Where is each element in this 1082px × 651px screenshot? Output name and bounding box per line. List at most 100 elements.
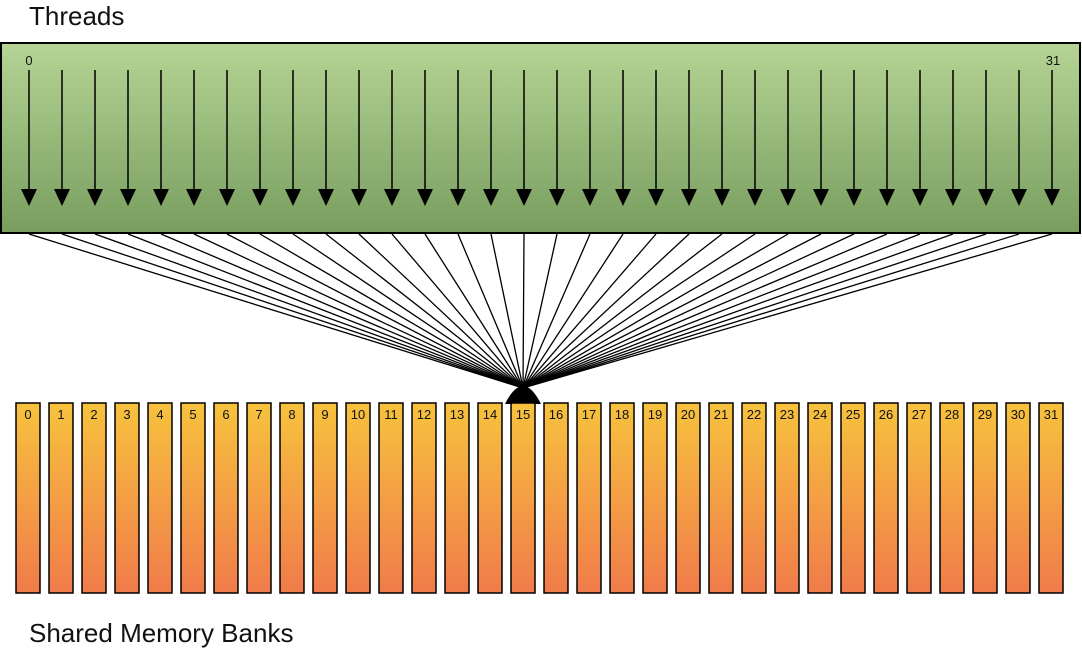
access-line xyxy=(160,233,524,389)
access-line xyxy=(522,233,921,389)
thread-arrow-head xyxy=(384,189,400,206)
memory-bank xyxy=(48,402,74,594)
thread-arrow-head xyxy=(714,189,730,206)
access-line xyxy=(292,233,524,389)
thread-arrow-head xyxy=(516,189,532,206)
memory-bank-label: 21 xyxy=(714,407,728,422)
memory-bank xyxy=(510,402,536,594)
access-line xyxy=(522,233,855,389)
thread-arrow-head xyxy=(747,189,763,206)
memory-bank xyxy=(312,402,338,594)
thread-arrow-head xyxy=(1011,189,1027,206)
access-line xyxy=(522,233,822,389)
access-line xyxy=(522,233,954,389)
thread-arrow-head xyxy=(648,189,664,206)
access-line xyxy=(522,233,525,389)
thread-arrow-head xyxy=(153,189,169,206)
thread-arrow-head xyxy=(54,189,70,206)
memory-bank-label: 10 xyxy=(351,407,365,422)
access-line xyxy=(522,233,624,389)
memory-bank-label: 27 xyxy=(912,407,926,422)
memory-bank xyxy=(840,402,866,594)
memory-bank-label: 26 xyxy=(879,407,893,422)
thread-arrow-head xyxy=(318,189,334,206)
memory-bank-label: 4 xyxy=(156,407,163,422)
memory-bank xyxy=(81,402,107,594)
memory-bank-label: 16 xyxy=(549,407,563,422)
memory-bank xyxy=(114,402,140,594)
memory-bank xyxy=(972,402,998,594)
memory-bank-label: 15 xyxy=(516,407,530,422)
memory-bank xyxy=(444,402,470,594)
access-line xyxy=(61,233,524,389)
memory-bank-label: 3 xyxy=(123,407,130,422)
banks-title: Shared Memory Banks xyxy=(29,618,293,648)
memory-bank xyxy=(345,402,371,594)
memory-bank-label: 24 xyxy=(813,407,827,422)
memory-bank-label: 6 xyxy=(222,407,229,422)
access-line xyxy=(127,233,524,389)
access-line xyxy=(522,233,723,389)
memory-bank-label: 5 xyxy=(189,407,196,422)
memory-bank xyxy=(180,402,206,594)
memory-bank xyxy=(807,402,833,594)
thread-arrow-head xyxy=(549,189,565,206)
access-line xyxy=(522,233,690,389)
threads-title: Threads xyxy=(29,1,124,31)
memory-bank xyxy=(213,402,239,594)
memory-bank-label: 30 xyxy=(1011,407,1025,422)
access-line xyxy=(522,233,591,389)
memory-bank-label: 7 xyxy=(255,407,262,422)
access-line xyxy=(226,233,524,389)
memory-bank-label: 13 xyxy=(450,407,464,422)
thread-arrow-head xyxy=(252,189,268,206)
convergence-point xyxy=(505,386,541,404)
access-line xyxy=(424,233,524,389)
memory-bank xyxy=(147,402,173,594)
memory-bank xyxy=(543,402,569,594)
access-line xyxy=(490,233,524,389)
thread-first-label: 0 xyxy=(25,53,32,68)
memory-bank xyxy=(642,402,668,594)
memory-bank-label: 1 xyxy=(57,407,64,422)
thread-arrow-head xyxy=(186,189,202,206)
memory-bank xyxy=(675,402,701,594)
memory-bank xyxy=(939,402,965,594)
memory-bank-label: 14 xyxy=(483,407,497,422)
memory-bank-label: 12 xyxy=(417,407,431,422)
thread-arrow-head xyxy=(1044,189,1060,206)
thread-last-label: 31 xyxy=(1046,53,1060,68)
thread-arrow-head xyxy=(120,189,136,206)
memory-bank-label: 8 xyxy=(288,407,295,422)
thread-arrow-head xyxy=(615,189,631,206)
thread-arrow-head xyxy=(87,189,103,206)
memory-bank xyxy=(708,402,734,594)
memory-bank xyxy=(1038,402,1064,594)
thread-arrow-head xyxy=(912,189,928,206)
memory-bank xyxy=(1005,402,1031,594)
memory-bank-label: 18 xyxy=(615,407,629,422)
access-lines xyxy=(28,233,1053,404)
access-line xyxy=(358,233,524,389)
access-line xyxy=(522,233,657,389)
access-line xyxy=(522,233,888,389)
access-line xyxy=(259,233,524,389)
memory-bank-label: 19 xyxy=(648,407,662,422)
memory-bank xyxy=(378,402,404,594)
memory-bank-label: 20 xyxy=(681,407,695,422)
thread-arrow-head xyxy=(450,189,466,206)
thread-arrow-head xyxy=(21,189,37,206)
memory-bank xyxy=(576,402,602,594)
memory-bank xyxy=(411,402,437,594)
thread-arrow-head xyxy=(846,189,862,206)
thread-arrow-head xyxy=(219,189,235,206)
thread-arrow-head xyxy=(582,189,598,206)
memory-bank-label: 23 xyxy=(780,407,794,422)
thread-arrow-head xyxy=(780,189,796,206)
thread-arrow-head xyxy=(879,189,895,206)
access-line xyxy=(391,233,524,389)
memory-bank-label: 28 xyxy=(945,407,959,422)
memory-bank xyxy=(873,402,899,594)
memory-bank xyxy=(906,402,932,594)
